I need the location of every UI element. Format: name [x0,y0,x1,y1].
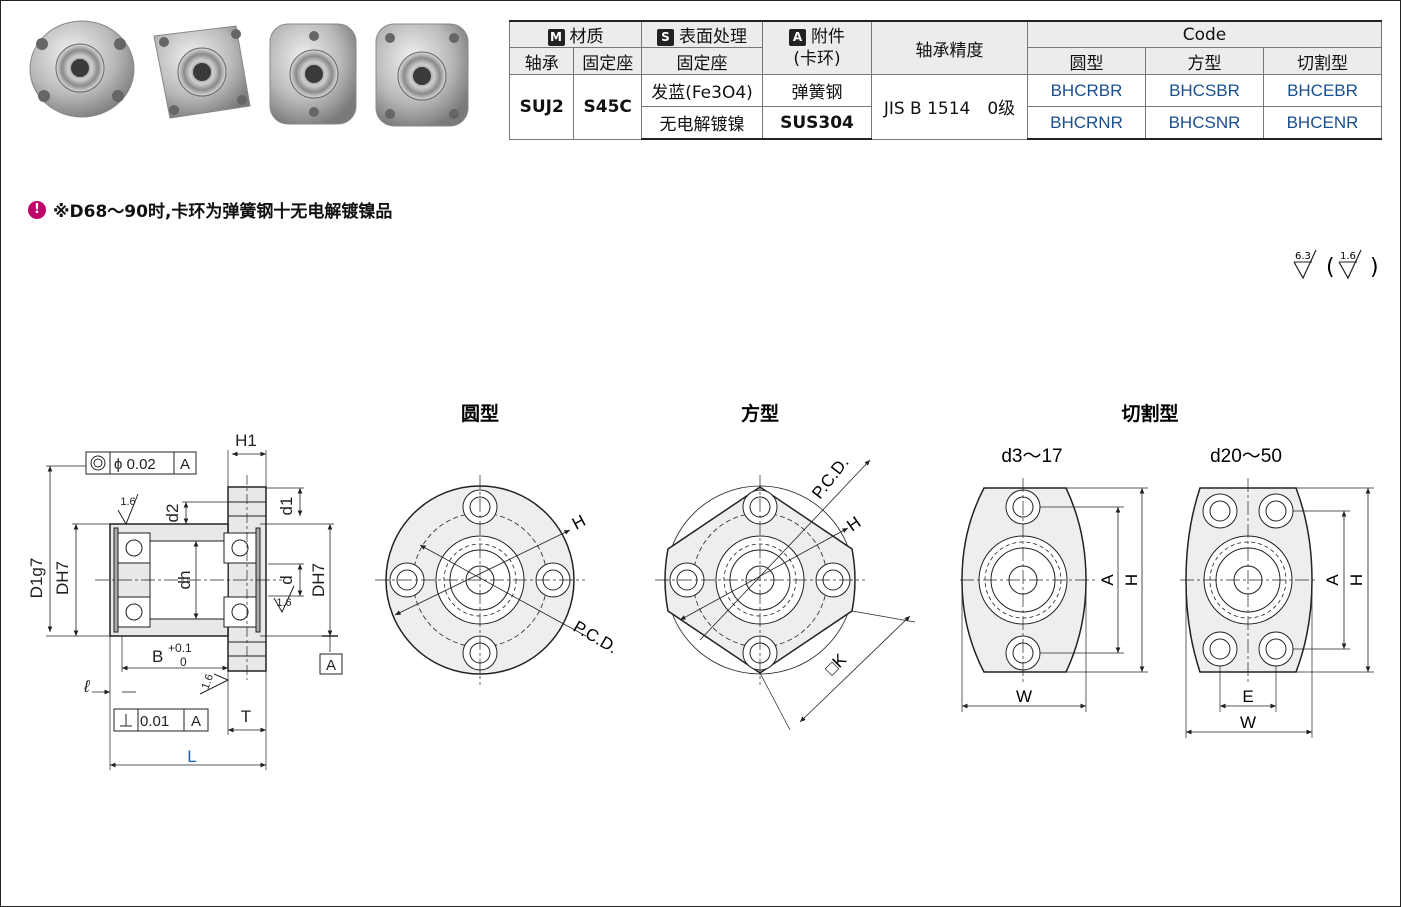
roughness-paren: 1.6 [1340,251,1356,262]
exclamation-icon: ! [28,200,46,219]
cut-large-dim-w: W [1240,713,1256,732]
code-square-nickel[interactable]: BHCSNR [1145,106,1264,140]
accessory-2: SUS304 [762,106,872,140]
dim-dh7-right: DH7 [309,563,328,597]
section-labels: H1 d2 d1 D1g7 DH7 dh d DH7 B +0.1 0 ℓ T … [27,431,336,766]
note: ! ※D68～90时,卡环为弹簧钢十无电解镀镍品 [28,197,392,222]
dim-d2: d2 [163,504,182,523]
cut-view-large [1180,478,1374,738]
technical-drawing: 圆型 方型 切割型 d3～17 d20～50 [27,402,1374,770]
col-bearing: 轴承 [508,47,575,75]
square-dim-h: H [843,513,864,536]
col-holder-surface: 固定座 [641,47,763,75]
tol-concentricity: ϕ 0.02 [114,456,156,473]
accessory-tag: A [789,29,806,46]
dim-L: L [187,747,196,766]
material-header: 材质 [569,27,604,47]
photo-round-holder [29,20,135,118]
label-cut-large: d20～50 [1210,446,1282,467]
accessory-header: 附件 [811,27,845,47]
roughness-main: 6.3 [1295,251,1311,262]
surface-1: 发蓝(Fe3O4) [641,74,763,107]
dim-b-tol-plus: +0.1 [168,641,192,655]
dim-d1: d1 [277,497,296,516]
code-header: Code [1027,20,1382,48]
dim-d1g7: D1g7 [27,558,46,599]
photo-square-holder [153,25,251,119]
dim-h1: H1 [235,431,257,450]
precision-value: JIS B 1514 0级 [871,74,1028,140]
col-square: 方型 [1145,47,1264,75]
cut-large-dim-e: E [1242,687,1253,706]
dim-dh: dh [175,571,194,590]
square-dim-k: □K [821,650,850,679]
label-cut-small: d3～17 [1001,446,1062,467]
paren-open: ( [1326,255,1335,280]
title-cut: 切割型 [1121,402,1178,425]
code-cut-nickel[interactable]: BHCENR [1263,106,1382,140]
dim-l-small: ℓ [83,677,90,696]
paren-close: ) [1370,255,1379,280]
accessory-1: 弹簧钢 [762,74,872,107]
round-dim-pcd: P.C.D. [570,617,621,657]
code-round-blued[interactable]: BHCRBR [1027,74,1146,107]
square-view [655,459,916,731]
code-round-nickel[interactable]: BHCRNR [1027,106,1146,140]
photo-cut-holder-large [375,23,469,127]
round-view [375,475,587,685]
material-tag: M [547,29,565,46]
title-round: 圆型 [461,402,499,425]
cut-small-dim-w: W [1016,687,1032,706]
cut-large-dim-h: H [1347,574,1366,586]
code-square-blued[interactable]: BHCSBR [1145,74,1264,107]
cut-small-dim-a: A [1098,574,1117,586]
dim-t: T [241,707,251,726]
product-photos [24,14,484,134]
cut-small-dim-h: H [1122,574,1141,586]
tol-datum-2: A [191,713,201,730]
cut-large-dim-a: A [1323,574,1342,586]
title-square: 方型 [741,402,779,425]
col-round: 圆型 [1027,47,1146,75]
surface-2: 无电解镀镍 [641,106,763,140]
surface-header: 表面处理 [679,27,747,47]
surface-roughness: 6.3 ( 1.6 ) [1290,244,1390,288]
precision-header: 轴承精度 [871,20,1028,75]
section-view [46,450,343,770]
dim-dh7-left: DH7 [53,561,72,595]
holder-material: S45C [573,74,642,140]
dim-d: d [277,575,296,584]
col-holder: 固定座 [573,47,642,75]
tol-perpendicularity: 0.01 [140,713,169,730]
cut-view-small [960,478,1148,712]
round-dim-h: H [569,511,589,534]
accessory-sub: (卡环) [793,49,841,69]
surface-tag: S [657,29,674,46]
dim-b-tol-zero: 0 [180,655,187,669]
rough-1: 1.6 [120,496,135,508]
code-cut-blued[interactable]: BHCEBR [1263,74,1382,107]
photo-cut-holder-small [269,23,357,125]
note-text: ※D68～90时,卡环为弹簧钢十无电解镀镍品 [53,202,393,222]
square-dim-pcd: P.C.D. [808,453,852,502]
rough-3: 1.6 [200,673,217,691]
datum-a: A [326,657,336,674]
rough-2: 1.6 [276,597,291,609]
col-cut: 切割型 [1263,47,1382,75]
tol-datum-1: A [180,456,190,473]
dim-b: B [152,647,163,666]
bearing-material: SUJ2 [508,74,575,140]
